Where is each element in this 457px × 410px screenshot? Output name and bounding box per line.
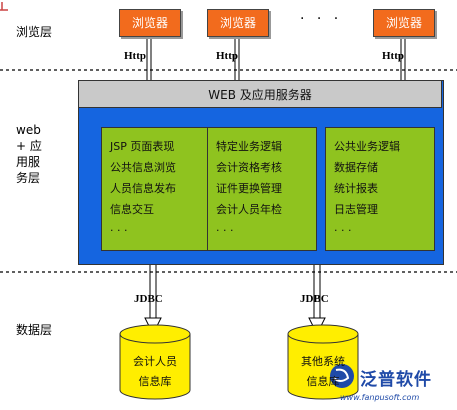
browser-layer-label: 浏览层 [16,25,53,39]
module-presentation: JSP 页面表现 公共信息浏览 人员信息发布 信息交互 · · · [101,127,211,251]
module-item: 公共业务逻辑 [334,140,400,153]
http-label-1: Http [124,50,146,62]
module-item: 会计资格考核 [216,161,282,174]
http-label-2: Http [216,50,238,62]
module-item: 公共信息浏览 [110,161,176,174]
data-layer-label: 数据层 [16,323,53,337]
jdbc-label-1: JDBC [134,293,163,305]
database-label-line: 信息库 [138,375,172,388]
module-specific-logic: 特定业务逻辑 会计资格考核 证件更换管理 会计人员年检 · · · [207,127,317,251]
web-layer-line: web [16,123,41,137]
http-connector-2 [234,36,240,80]
logo-mark-icon [330,364,354,388]
logo-url: www.fanpusoft.com [340,393,420,402]
module-item: 会计人员年检 [216,203,282,216]
module-item: 特定业务逻辑 [216,140,282,153]
database-label-line: 其他系统 [301,355,345,368]
web-layer-line: + 应 [16,139,42,153]
browser-box-2: 浏览器 [207,9,269,37]
module-item: · · · [334,224,352,237]
database-accountant-info: 会计人员 信息库 [120,352,190,392]
browser-ellipsis: · · · [300,11,343,27]
module-common-logic: 公共业务逻辑 数据存储 统计报表 日志管理 · · · [325,127,435,251]
module-item: · · · [110,224,128,237]
module-item: JSP 页面表现 [110,140,175,153]
web-layer-line: 用服 [16,155,41,169]
module-item: 统计报表 [334,182,378,195]
server-title: WEB 及应用服务器 [78,80,442,108]
web-layer-line: 务层 [16,171,41,185]
web-layer-label: web + 应 用服 务层 [16,122,42,186]
corner-fragment-icon [0,2,8,11]
jdbc-label-2: JDBC [300,293,329,305]
logo-name: 泛普软件 [360,370,432,390]
module-item: 证件更换管理 [216,182,282,195]
module-item: 日志管理 [334,203,378,216]
browser-box-1: 浏览器 [119,9,181,37]
module-item: · · · [216,224,234,237]
database-other-systems: 其他系统 信息库 [288,352,358,392]
module-item: 数据存储 [334,161,378,174]
http-connector-1 [146,36,152,80]
http-connector-3 [400,36,406,80]
browser-box-3: 浏览器 [373,9,435,37]
http-label-3: Http [382,50,404,62]
database-1-shape [119,324,191,400]
module-item: 信息交互 [110,203,154,216]
database-label-line: 信息库 [306,375,340,388]
module-item: 人员信息发布 [110,182,176,195]
database-2-shape [287,324,359,400]
database-label-line: 会计人员 [133,355,177,368]
